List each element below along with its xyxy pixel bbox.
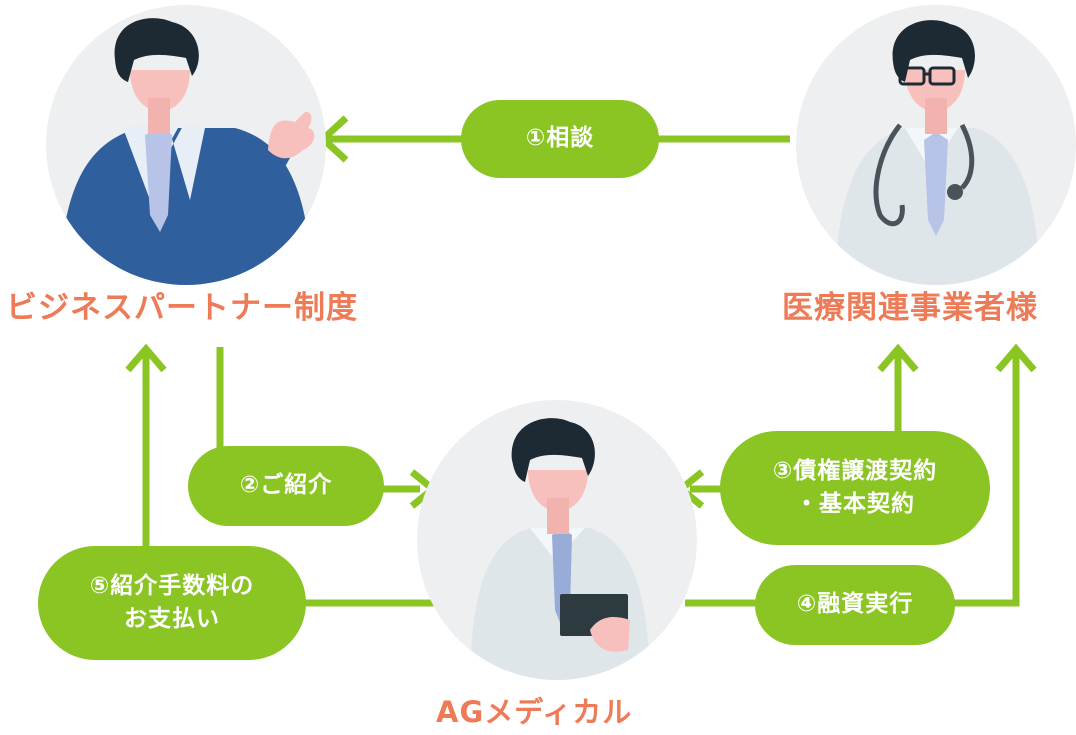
arrow-step4-up bbox=[995, 343, 1037, 373]
step3-pill: ③債権譲渡契約 ・基本契約 bbox=[720, 431, 990, 545]
ag-medical-label: AGメディカル bbox=[436, 695, 633, 729]
medical-provider-label: 医療関連事業者様 bbox=[782, 290, 1038, 326]
step5-label-line1: ⑤紹介手数料の bbox=[89, 572, 255, 599]
step4-pill: ④融資実行 bbox=[755, 565, 955, 645]
step1-pill: ①相談 bbox=[461, 100, 659, 178]
ag-medical-illustration bbox=[417, 400, 697, 680]
business-partner-illustration bbox=[46, 5, 326, 285]
step4-label: ④融資実行 bbox=[796, 591, 914, 618]
step5-label-line2: お支払い bbox=[124, 606, 220, 632]
step2-label: ②ご紹介 bbox=[239, 472, 333, 499]
business-partner-label: ビジネスパートナー制度 bbox=[6, 290, 358, 326]
step1-label: ①相談 bbox=[525, 125, 595, 152]
medical-provider-illustration bbox=[796, 5, 1076, 285]
step3-label-line2: ・基本契約 bbox=[795, 491, 915, 517]
step3-label-line1: ③債権譲渡契約 bbox=[772, 457, 938, 484]
arrow-step3-up bbox=[877, 343, 919, 373]
step2-pill: ②ご紹介 bbox=[188, 446, 384, 526]
arrow-step5-up bbox=[125, 343, 167, 373]
step5-pill: ⑤紹介手数料の お支払い bbox=[38, 546, 306, 660]
